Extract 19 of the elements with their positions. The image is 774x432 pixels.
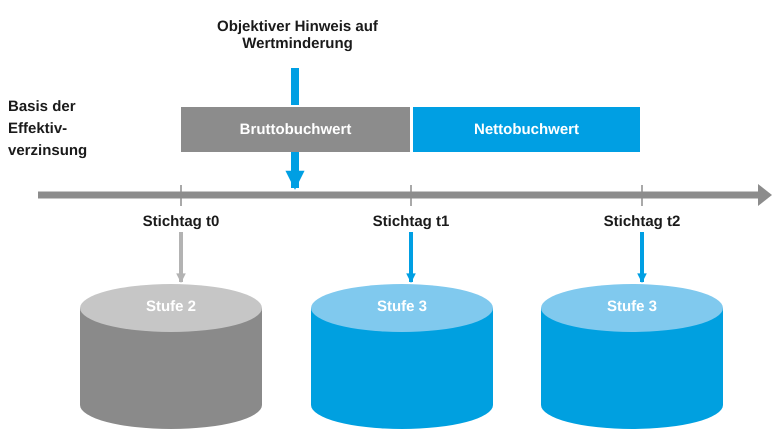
bar-label: Bruttobuchwert (240, 121, 352, 138)
value-bar (413, 107, 640, 152)
arrow (637, 232, 647, 283)
text-label: Stichtag t2 (604, 212, 680, 230)
text-label: Stichtag t1 (372, 212, 450, 230)
stage-cylinder (80, 284, 262, 429)
stage-label: Stufe 2 (146, 298, 196, 315)
bar-label: Nettobuchwert (474, 121, 579, 138)
stage-cylinder (311, 284, 493, 429)
axis-label: Basis der Effektiv- verzinsung (8, 97, 88, 161)
stage-label: Stufe 3 (606, 298, 657, 315)
value-bar (181, 107, 410, 152)
stage-cylinder (541, 284, 723, 429)
arrow (406, 232, 416, 283)
arrow (285, 152, 305, 190)
arrow (176, 232, 186, 283)
text-label: Stichtag t0 (142, 212, 220, 230)
text-label: Objektiver Hinweis auf Wertminderung (216, 18, 379, 52)
stage-label: Stufe 3 (376, 298, 427, 315)
